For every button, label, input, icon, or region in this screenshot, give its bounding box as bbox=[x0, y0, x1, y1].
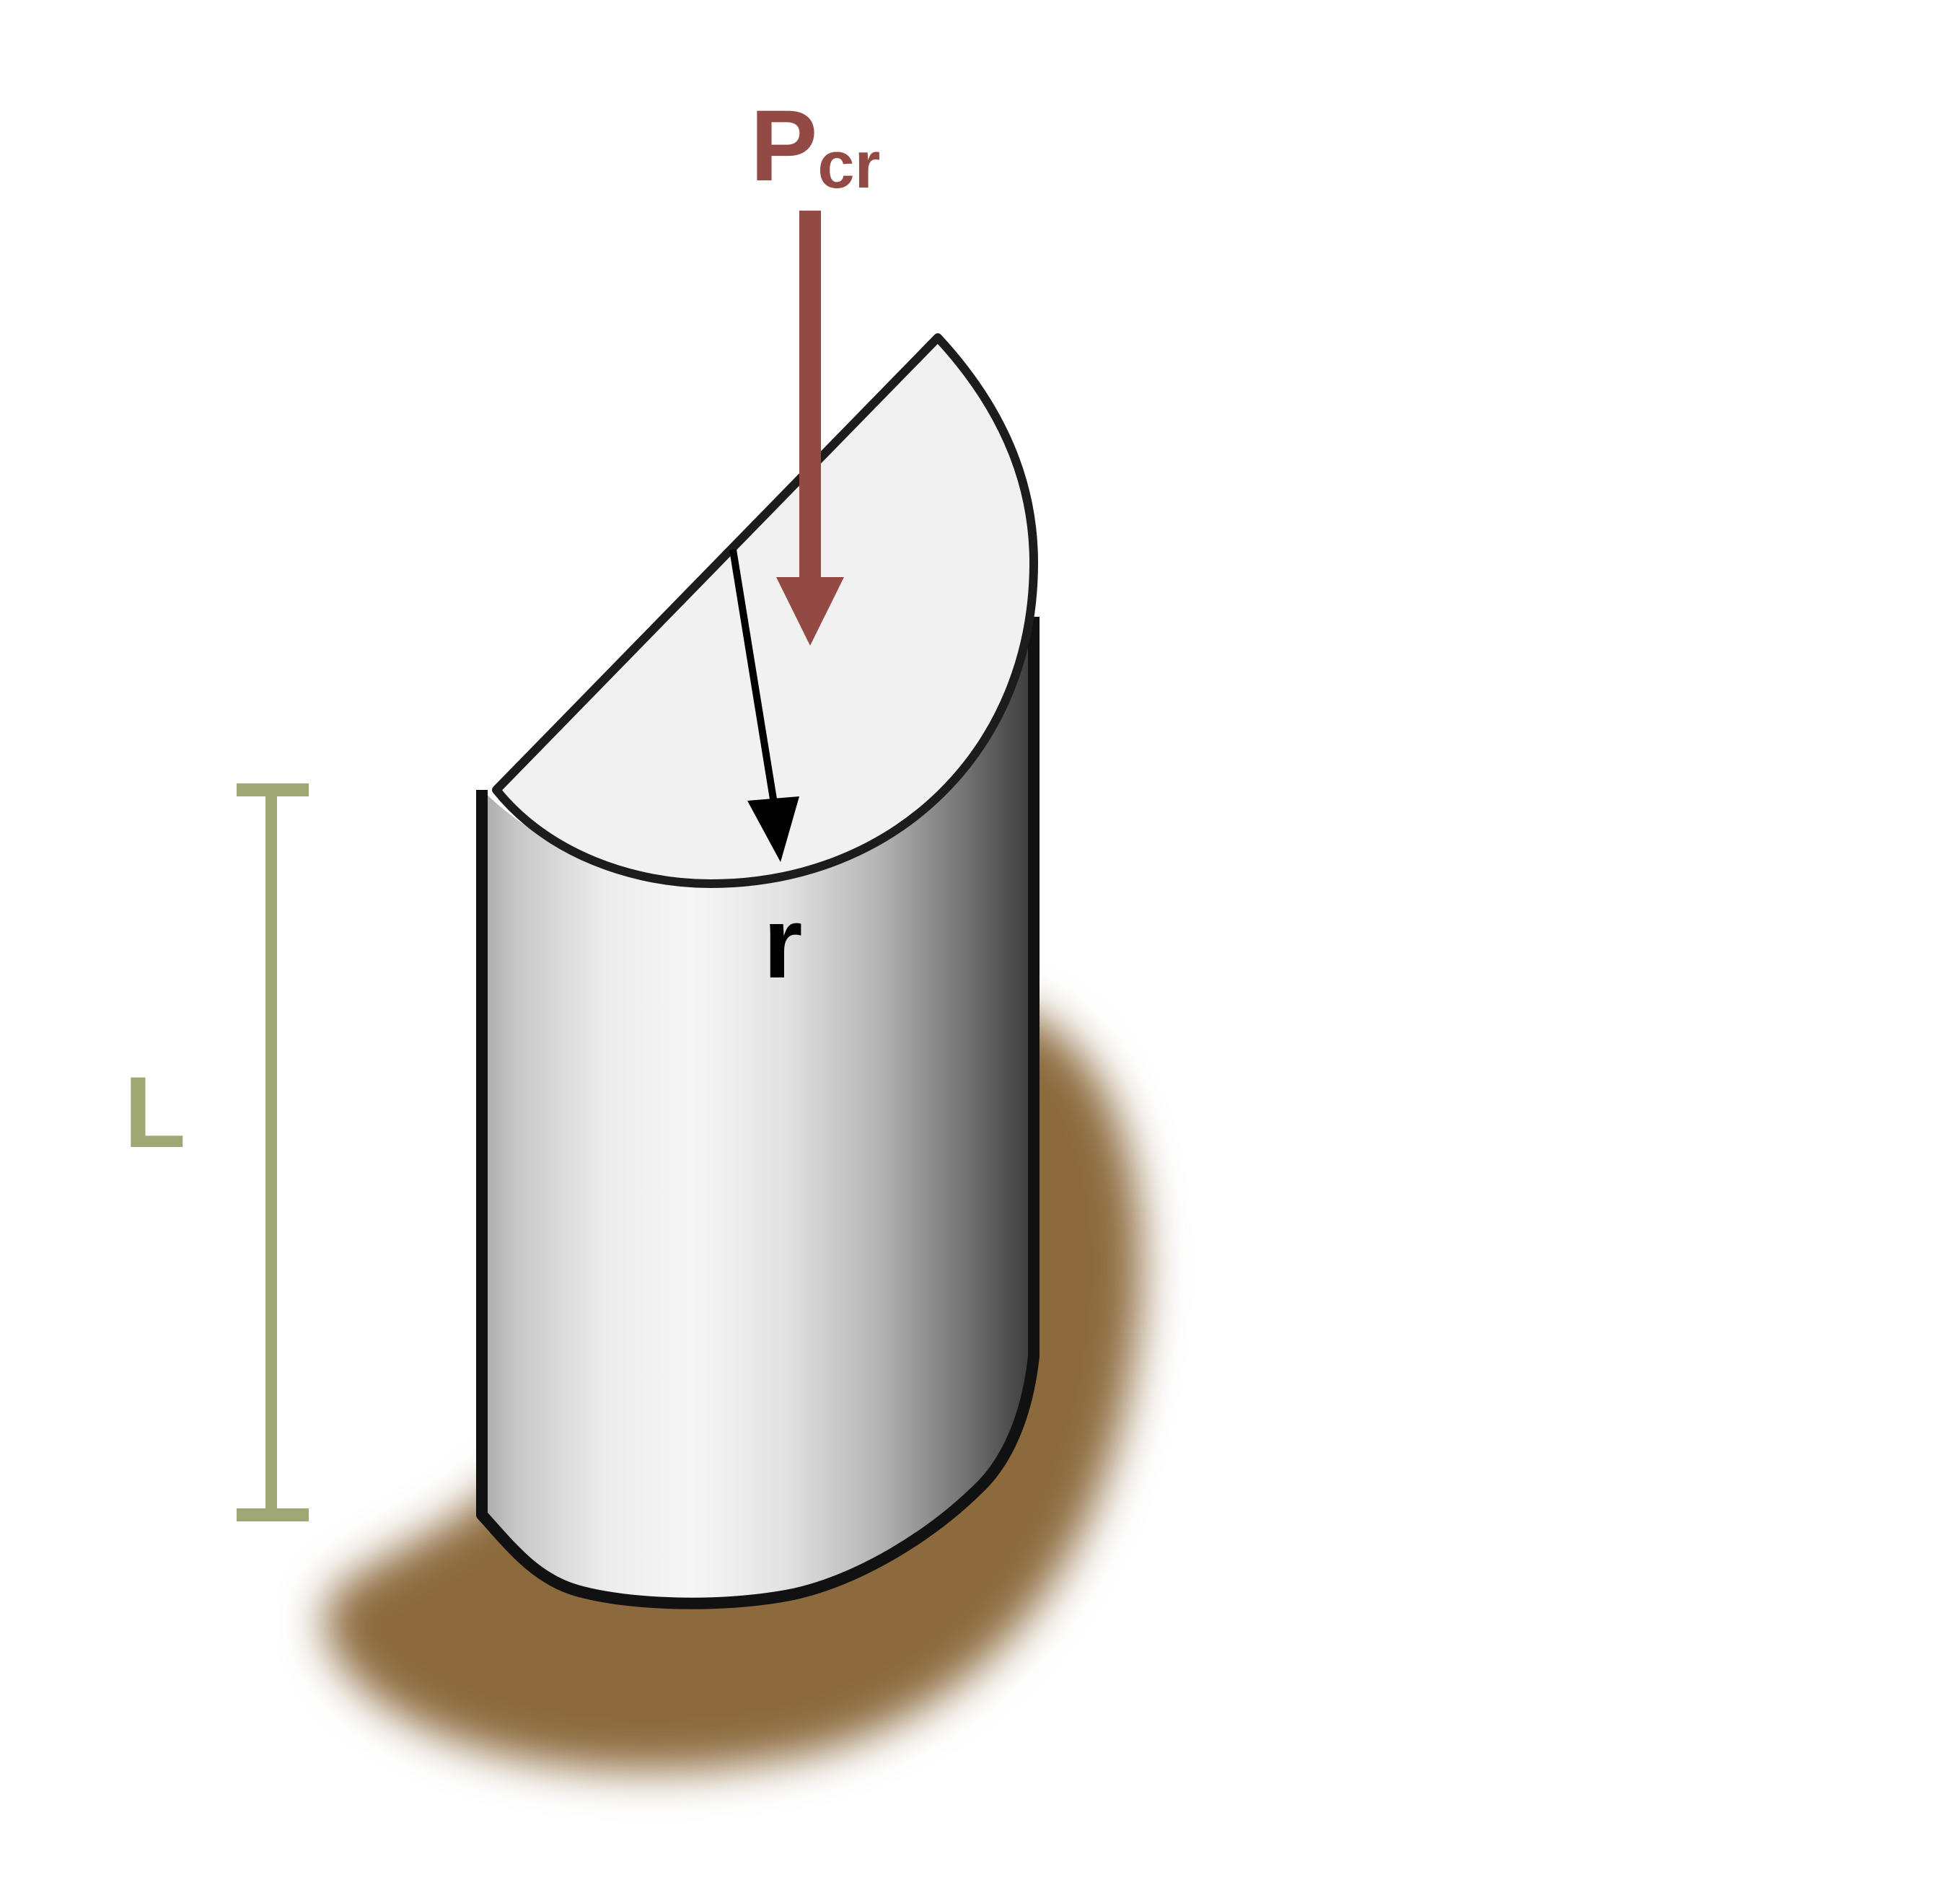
dimension-bracket-icon bbox=[237, 783, 309, 1521]
column-top-face bbox=[492, 333, 1038, 888]
load-label-main: P bbox=[750, 89, 817, 202]
column-bottom-edge bbox=[476, 1350, 1040, 1609]
load-label-subscript: cr bbox=[817, 128, 880, 202]
load-arrow-shaft bbox=[799, 211, 821, 580]
radius-label: r bbox=[763, 886, 802, 999]
column-body bbox=[482, 617, 1034, 1604]
radius-arrow-icon bbox=[747, 796, 799, 862]
down-arrow-icon bbox=[776, 577, 844, 646]
load-label: Pcr bbox=[750, 89, 880, 202]
length-label: L bbox=[124, 1055, 186, 1169]
radius-arrow-shaft bbox=[729, 549, 778, 809]
